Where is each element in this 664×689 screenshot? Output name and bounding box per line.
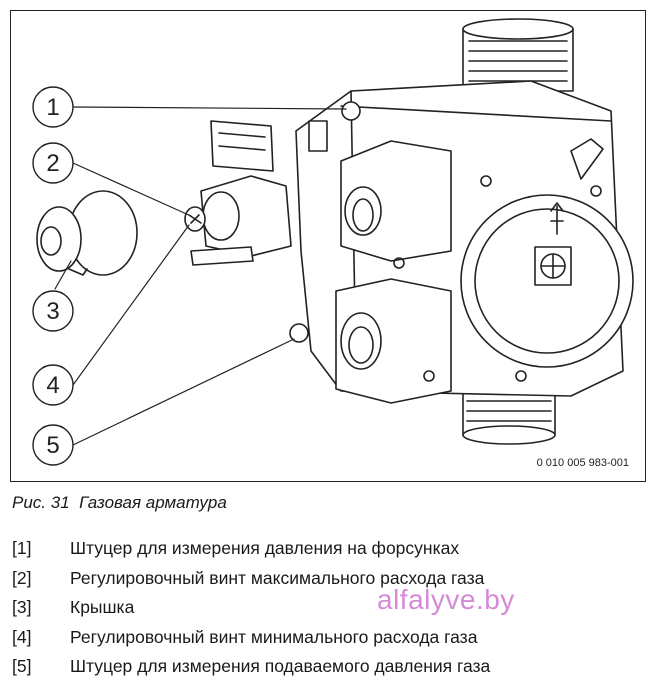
lower-solenoid-coil bbox=[335, 278, 452, 404]
callout-label-2: 2 bbox=[46, 150, 59, 177]
figure-frame: 1 2 3 4 5 0 010 005 983-001 bbox=[10, 10, 646, 482]
screw bbox=[480, 175, 492, 187]
figure-id-code: 0 010 005 983-001 bbox=[536, 457, 629, 469]
callout-label-5: 5 bbox=[46, 432, 59, 459]
test-nipple-bottom bbox=[289, 323, 309, 343]
callout-label-1: 1 bbox=[46, 94, 59, 121]
legend-text: Штуцер для измерения подаваемого давлени… bbox=[70, 656, 491, 676]
legend-number: [2] bbox=[12, 567, 32, 588]
cap-part bbox=[36, 190, 138, 276]
watermark: alfalyve.by bbox=[377, 584, 515, 615]
legend-item: [4] Регулировочный винт минимального расх… bbox=[12, 623, 490, 653]
legend-number: [1] bbox=[12, 538, 32, 558]
test-nipple-top bbox=[341, 101, 361, 121]
callout-circles bbox=[32, 86, 74, 466]
figure-caption: Рис. 31 Газовая арматура bbox=[12, 493, 227, 513]
legend-number: [5] bbox=[12, 656, 32, 676]
screw bbox=[515, 370, 527, 382]
top-threaded-pipe bbox=[462, 18, 574, 92]
legend-text: Регулировочный винт максимального расход… bbox=[70, 567, 485, 588]
legend-item: [2] Регулировочный винт максимального рас… bbox=[12, 564, 490, 594]
callout-3 bbox=[32, 290, 74, 332]
screw bbox=[393, 257, 405, 269]
upper-solenoid-coil bbox=[340, 140, 452, 262]
caption-title: Газовая арматура bbox=[79, 493, 227, 512]
callout-4 bbox=[32, 364, 74, 406]
leader-lines bbox=[54, 106, 347, 446]
callout-5 bbox=[32, 424, 74, 466]
legend-item: [5] Штуцер для измерения подаваемого давл… bbox=[12, 652, 490, 682]
screw bbox=[423, 370, 435, 382]
legend-number: [4] bbox=[12, 626, 32, 647]
legend-text: Штуцер для измерения давления на форсунк… bbox=[70, 538, 460, 558]
legend-text: Регулировочный винт минимального расхода… bbox=[70, 626, 478, 647]
callout-2 bbox=[32, 142, 74, 184]
electrical-connector bbox=[210, 120, 274, 172]
caption-prefix: Рис. 31 bbox=[12, 493, 70, 512]
regulator-disk bbox=[460, 138, 634, 368]
legend-list: [1] Штуцер для измерения давления на форс… bbox=[12, 534, 490, 682]
gas-valve-illustration: 1 2 3 4 5 bbox=[32, 18, 634, 466]
callout-label-4: 4 bbox=[46, 372, 59, 399]
legend-text: Крышка bbox=[70, 597, 135, 617]
callout-1 bbox=[32, 86, 74, 128]
legend-item: [1] Штуцер для измерения давления на форс… bbox=[12, 534, 490, 564]
legend-item: [3] Крышка bbox=[12, 593, 490, 623]
adjusting-screw-assembly bbox=[184, 175, 292, 266]
screw bbox=[590, 185, 602, 197]
callout-label-3: 3 bbox=[46, 298, 59, 325]
bottom-threaded-pipe bbox=[462, 390, 556, 445]
legend-number: [3] bbox=[12, 597, 32, 617]
